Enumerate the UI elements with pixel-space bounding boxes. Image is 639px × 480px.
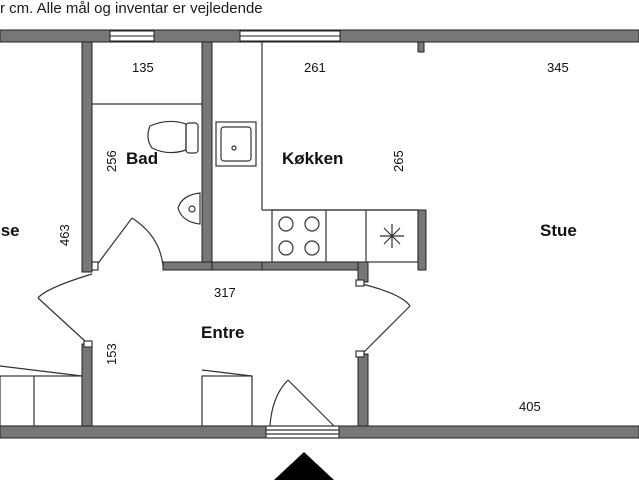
walls (0, 29, 639, 439)
bath-bottom-wall (162, 261, 213, 271)
room-label-stue: Stue (540, 221, 577, 240)
stue-door (355, 279, 411, 358)
dim-left-room-height: 463 (57, 224, 72, 246)
kitchen-bottom-wall (211, 261, 369, 271)
kitchen-sink-icon (215, 121, 257, 167)
room-label-vaerelse: lse (0, 221, 20, 240)
entrance-arrow-icon (274, 452, 334, 480)
counter-end-wall (417, 209, 427, 271)
bath-kitchen-partition (201, 41, 213, 269)
kitchen-counter (271, 209, 419, 263)
plan-caption: r cm. Alle mål og inventar er vejledende (0, 0, 263, 17)
left-room-door (37, 273, 93, 348)
dim-stue-width: 345 (547, 60, 569, 75)
dimension-labels: 135 261 345 256 265 463 317 153 405 (57, 60, 569, 414)
furniture (0, 262, 263, 427)
kitchen-fixtures (215, 42, 419, 263)
dim-stue-bottom: 405 (519, 399, 541, 414)
fridge-icon (365, 210, 404, 262)
doors (37, 217, 411, 439)
left-partition-upper (81, 41, 93, 273)
room-labels: Bad Køkken Stue Entre lse (0, 149, 577, 342)
room-label-kokken: Køkken (282, 149, 343, 168)
wardrobe-entre (201, 369, 253, 427)
stove-icon (278, 210, 327, 262)
dim-bad-height: 256 (104, 150, 119, 172)
bottom-wall-right (338, 425, 639, 439)
bath-fixtures (92, 103, 202, 225)
left-partition-lower (81, 343, 93, 427)
dim-entre-height: 153 (104, 343, 119, 365)
room-label-bad: Bad (126, 149, 158, 168)
stue-partition-lower (357, 353, 369, 427)
entrance-door (265, 379, 340, 439)
washbasin-icon (177, 192, 201, 225)
bath-door (91, 217, 164, 271)
stue-partition-upper (357, 261, 369, 283)
dim-bad-width: 135 (132, 60, 154, 75)
room-label-entre: Entre (201, 323, 244, 342)
wall-notch (417, 41, 425, 53)
toilet-icon (147, 120, 199, 154)
dim-kitchen-width: 261 (304, 60, 326, 75)
windows (109, 30, 341, 42)
wardrobe-left (0, 365, 83, 427)
dim-entre-width: 317 (214, 285, 236, 300)
bottom-wall-left (0, 425, 267, 439)
dim-kitchen-height: 265 (391, 150, 406, 172)
